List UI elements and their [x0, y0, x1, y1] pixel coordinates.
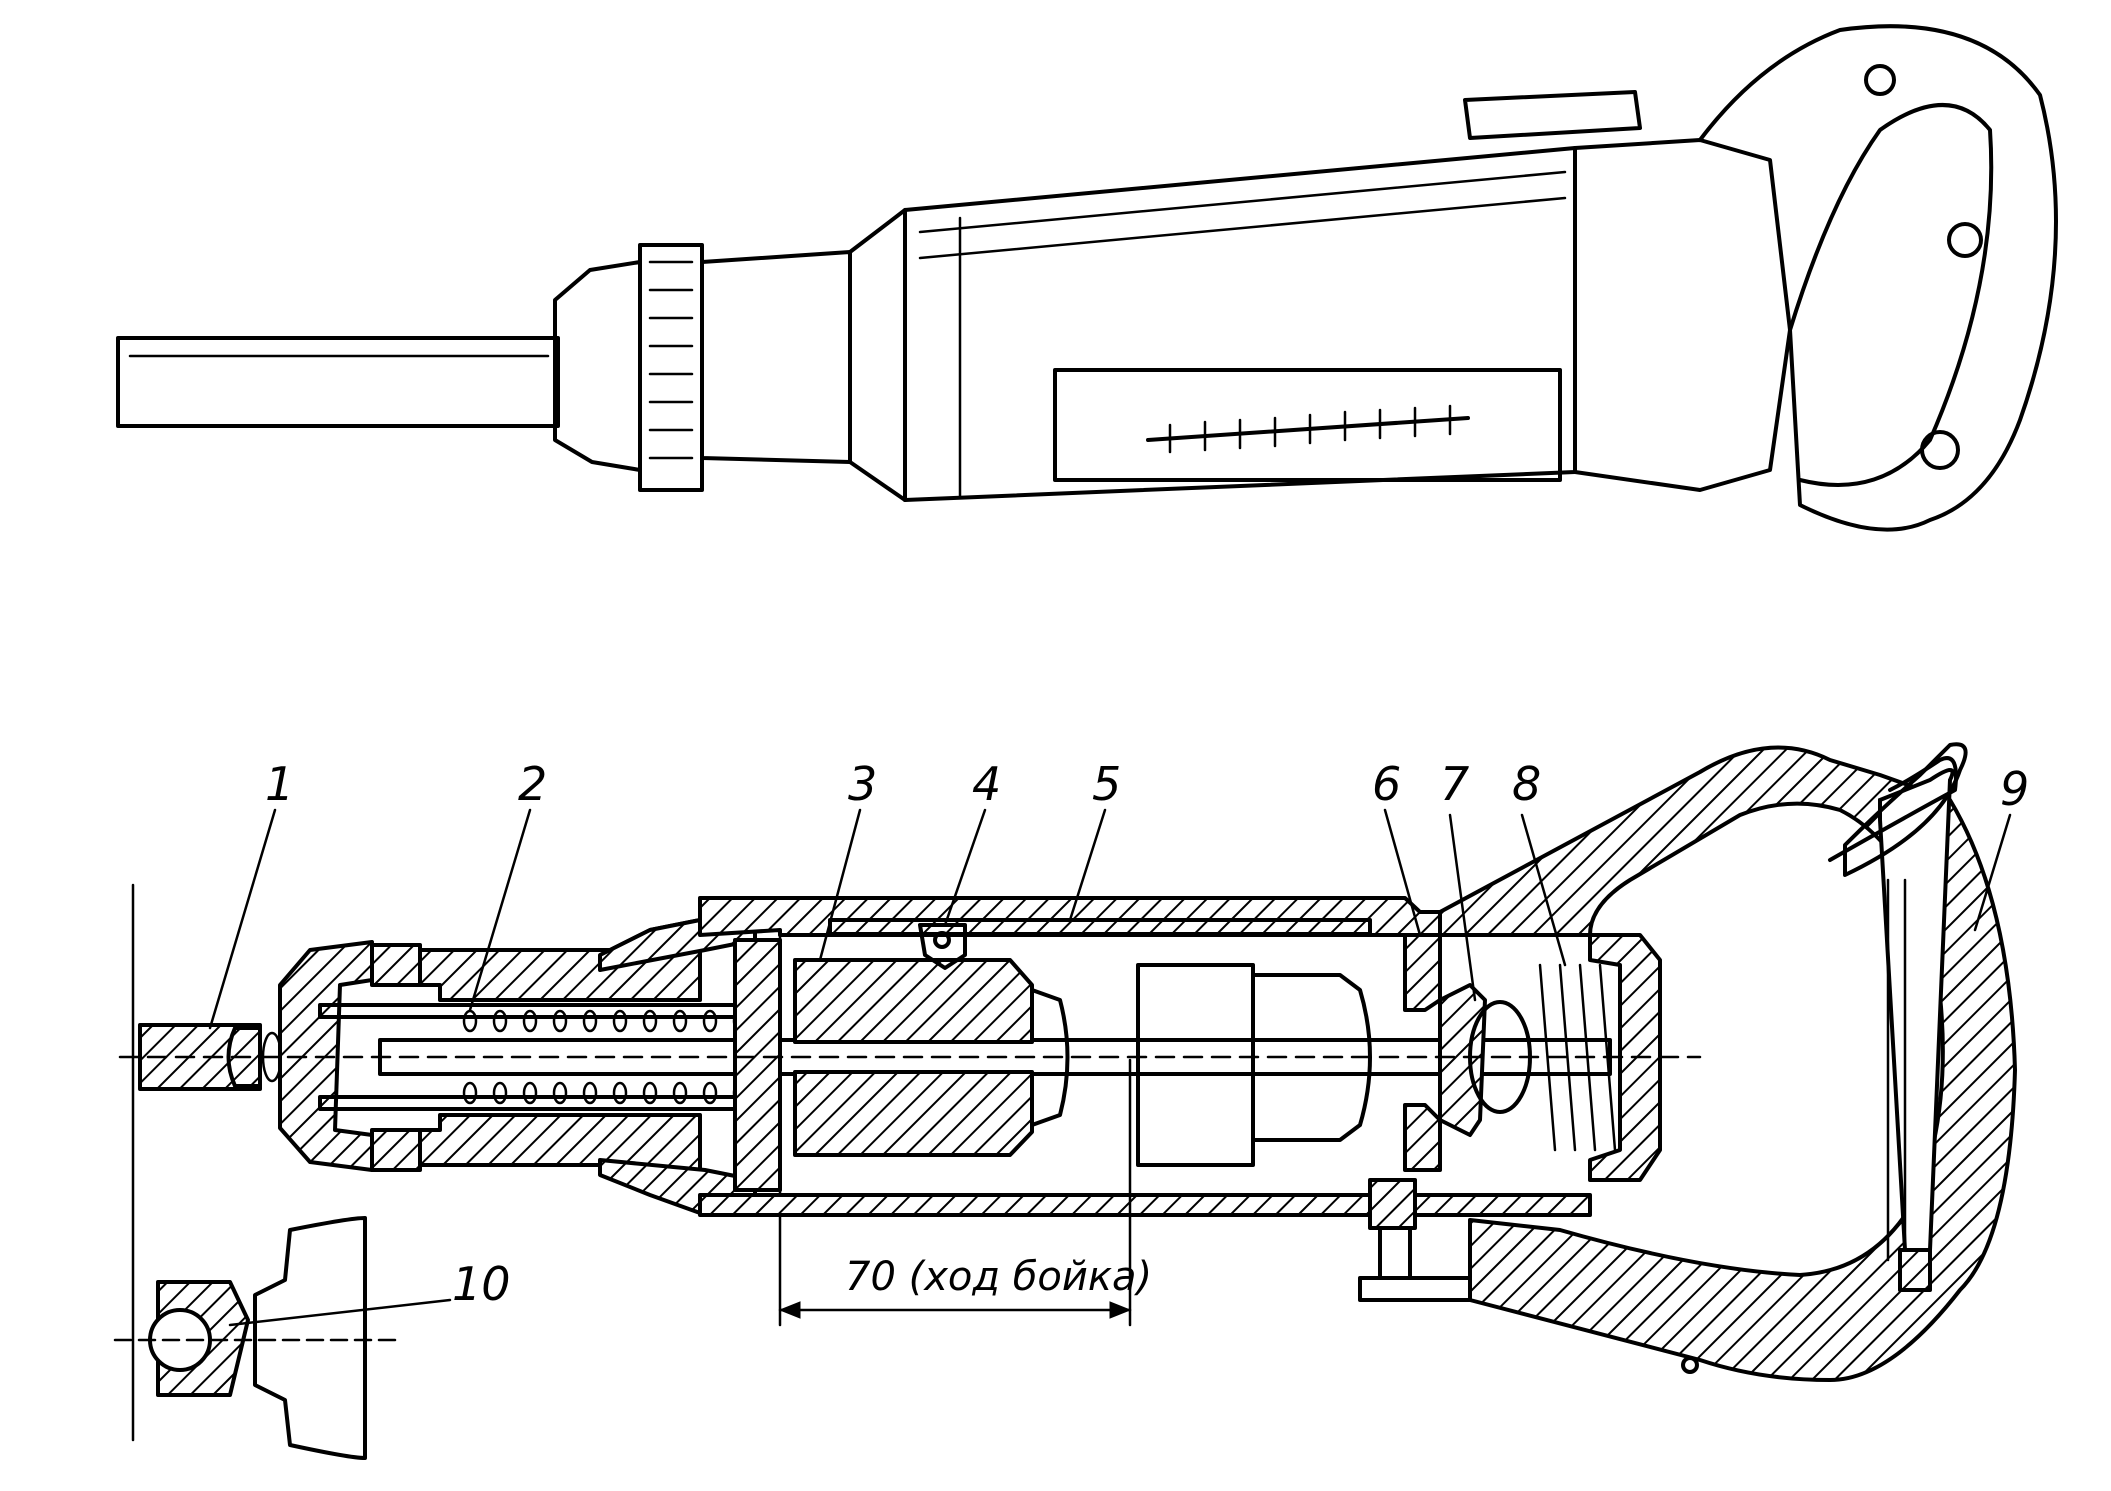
callout-9: 9 [2000, 762, 2029, 816]
cylinder-lower-wall [698, 1193, 1592, 1217]
air-inlet-fitting [1368, 1178, 1417, 1230]
callout-5: 5 [1092, 757, 1121, 811]
exterior-neck [700, 250, 852, 464]
callout-2: 2 [518, 757, 547, 811]
callout-labels: 1 2 3 4 5 6 7 8 9 10 [265, 757, 2029, 1311]
stroke-dimension: 70 (ход бойка) [778, 1058, 1152, 1327]
sectional-view: 70 (ход бойка) 1 2 3 4 5 6 7 8 9 10 [113, 742, 2029, 1460]
leader-lines [208, 808, 2012, 1327]
exterior-knurled-ring [638, 243, 704, 492]
rear-cap [1403, 933, 1442, 1012]
exterior-top-lever [1463, 90, 1642, 140]
callout-7: 7 [1440, 757, 1469, 811]
exterior-shank [116, 336, 560, 428]
coil-spring [462, 1009, 748, 1105]
valve-assembly [1438, 983, 1487, 1137]
striker [793, 958, 1034, 1044]
detail-10 [113, 1216, 402, 1460]
exterior-front-collar [553, 260, 642, 472]
callout-4: 4 [972, 757, 1001, 811]
distributor-block [1136, 963, 1255, 1167]
exterior-rear-housing [1573, 138, 1792, 492]
callout-10: 10 [452, 1257, 511, 1311]
exterior-handle [1698, 24, 2058, 532]
knurl-ticks [648, 260, 694, 460]
valve-pin [918, 923, 967, 970]
exterior-view [116, 24, 2058, 532]
window-scale-ticks [1168, 404, 1452, 454]
callout-3: 3 [848, 757, 877, 811]
callout-8: 8 [1512, 757, 1541, 811]
throttle-trigger [1843, 742, 1968, 877]
callout-1: 1 [265, 757, 294, 811]
exterior-side-window [1053, 368, 1562, 482]
stroke-dimension-label: 70 (ход бойка) [845, 1254, 1152, 1300]
callout-6: 6 [1372, 757, 1401, 811]
handle-section [1438, 745, 2017, 1382]
exterior-taper [848, 208, 907, 502]
